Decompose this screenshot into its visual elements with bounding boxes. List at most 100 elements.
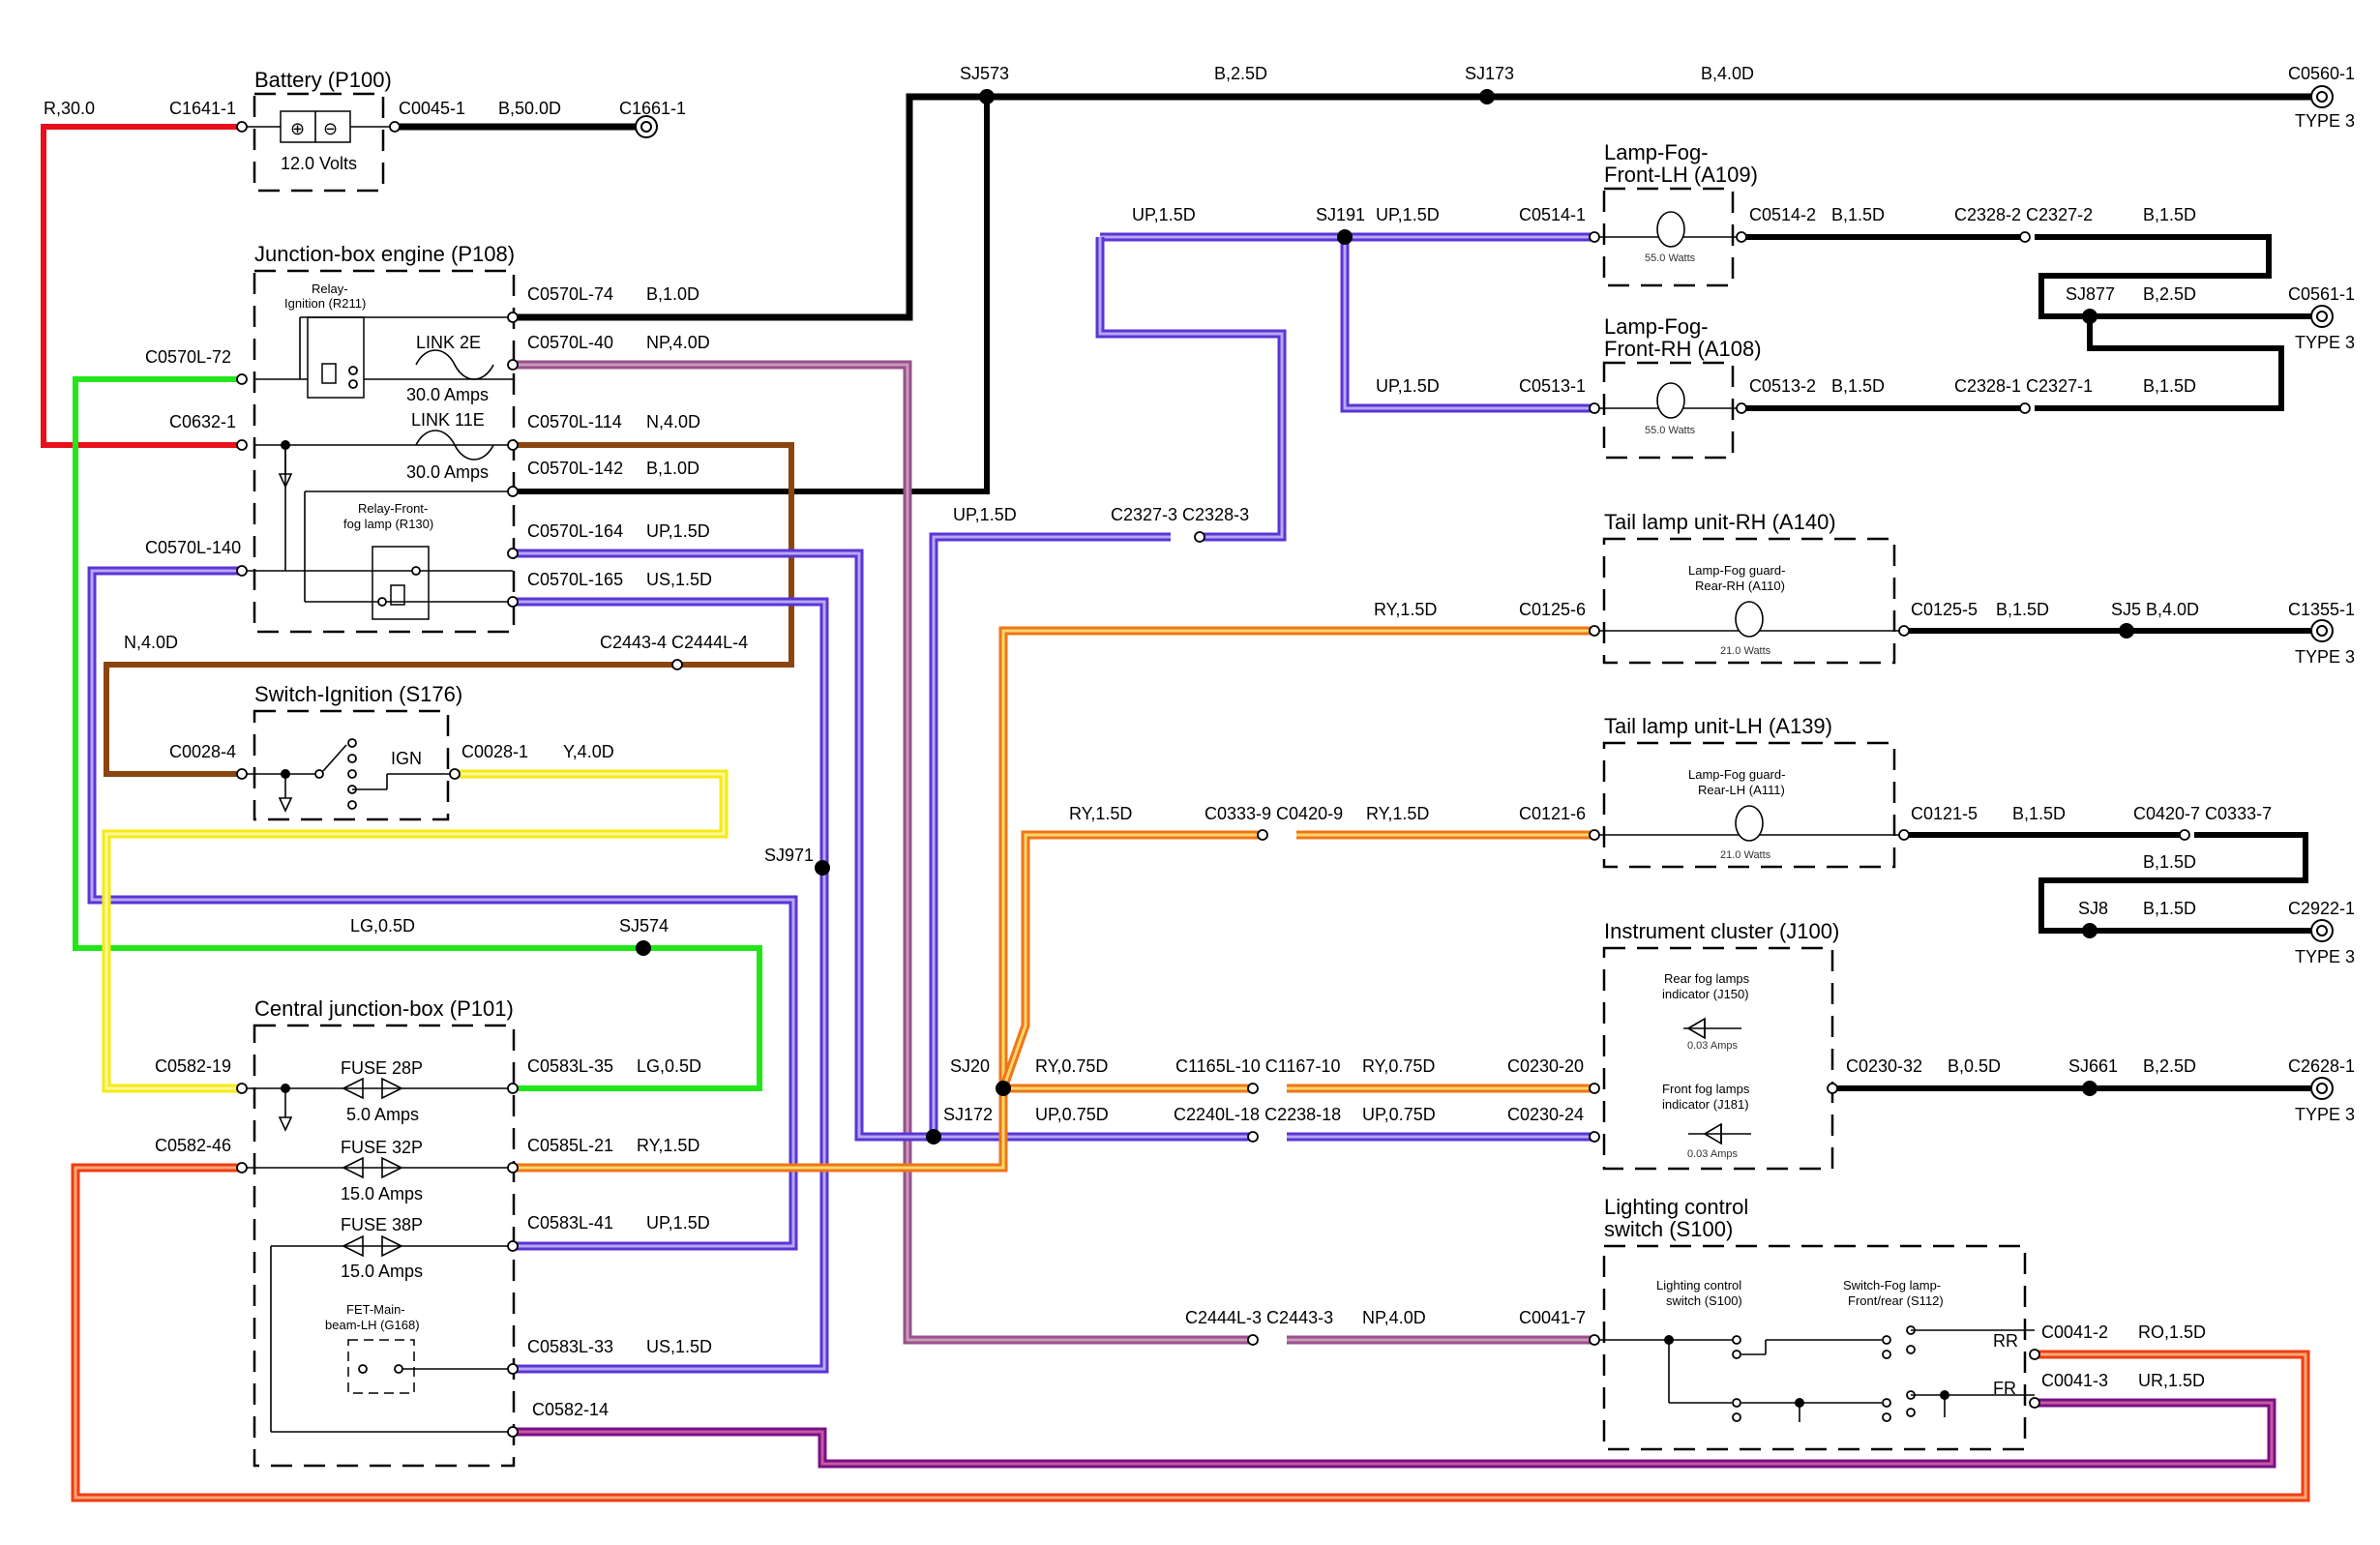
- relay-fog-line2: fog lamp (R130): [343, 517, 433, 531]
- label-c0041_3: C0041-3: [2041, 1371, 2108, 1390]
- wire-up-164-stripe: [513, 551, 1253, 1139]
- label-c0561: C0561-1: [2288, 284, 2355, 304]
- battery-box: [253, 92, 385, 193]
- label-c0121_5: C0121-5: [1911, 804, 1978, 823]
- connector-terminal: [507, 312, 519, 323]
- label-b15f: B,1.5D: [2012, 804, 2066, 823]
- label-c2240: C2240L-18 C2238-18: [1174, 1105, 1341, 1124]
- cjb-title: Central junction-box (P101): [254, 996, 514, 1021]
- label-c1641: C1641-1: [169, 99, 236, 118]
- lcs-title2: switch (S100): [1604, 1217, 1733, 1241]
- tail-rh-title: Tail lamp unit-RH (A140): [1604, 510, 1836, 534]
- fuse-32p-symbol: [342, 1156, 403, 1179]
- ring-terminal-hole: [2316, 625, 2328, 637]
- link11e-label: LINK 11E: [411, 410, 485, 430]
- fog-rh-title1: Lamp-Fog-: [1604, 314, 1709, 339]
- label-c0045: C0045-1: [399, 99, 465, 118]
- label-c2922: C2922-1: [2288, 899, 2355, 918]
- splice-joint: [2082, 923, 2097, 938]
- label-c0570_74: C0570L-74: [527, 284, 613, 304]
- connector-terminal: [671, 659, 683, 670]
- tail-lh-watts: 21.0 Watts: [1720, 849, 1771, 861]
- label-n40a: N,4.0D: [646, 412, 700, 431]
- wire-up-loop: [1095, 237, 1287, 542]
- switch-ign-ign: IGN: [391, 749, 422, 768]
- fuse-28p-symbol: [342, 1077, 403, 1100]
- ring-terminal-hole: [640, 121, 652, 133]
- label-b25b: B,2.5D: [2143, 284, 2196, 304]
- lcs-inner2-b: Front/rear (S112): [1848, 1293, 1944, 1308]
- relay-fog-line1: Relay-Front-: [358, 501, 428, 516]
- label-c2628: C2628-1: [2288, 1056, 2355, 1076]
- label-sj5: SJ5: [2111, 600, 2141, 619]
- fuse28-amps: 5.0 Amps: [346, 1105, 419, 1124]
- label-c0570_164: C0570L-164: [527, 521, 623, 541]
- wire-ry-lh-stripe: [1001, 833, 1263, 1089]
- label-up15f: UP,1.5D: [646, 1213, 710, 1233]
- splice-joint: [1337, 229, 1353, 245]
- label-up15e: UP,1.5D: [953, 505, 1017, 524]
- connector-terminal: [507, 359, 519, 371]
- label-c0230_20: C0230-20: [1507, 1056, 1584, 1076]
- label-c2327_3: C2327-3 C2328-3: [1111, 505, 1249, 524]
- battery-plus-icon: ⊕: [290, 119, 305, 138]
- connector-terminal: [507, 548, 519, 559]
- splice-joint: [996, 1081, 1011, 1096]
- label-ry075a: RY,0.75D: [1035, 1056, 1108, 1076]
- connector-terminal: [1247, 1334, 1259, 1346]
- splice-joint: [926, 1129, 941, 1144]
- cluster-front1: Front fog lamps: [1662, 1082, 1750, 1096]
- label-c0514_1: C0514-1: [1519, 205, 1586, 224]
- link-2e-symbol: [415, 349, 494, 380]
- label-c0513_1: C0513-1: [1519, 376, 1586, 396]
- wire-ro-15-stripe: [74, 1166, 2307, 1500]
- label-n40b: N,4.0D: [124, 633, 178, 652]
- label-c0570_142: C0570L-142: [527, 459, 623, 478]
- wire-np-40-stripe: [513, 363, 1253, 1342]
- junction-box-engine-box: [253, 269, 516, 634]
- connector-terminal: [236, 768, 248, 780]
- label-c0028_4: C0028-4: [169, 742, 236, 761]
- link2e-amps: 30.0 Amps: [406, 385, 489, 404]
- label-c0582_19: C0582-19: [155, 1056, 231, 1076]
- connector-terminal: [236, 1083, 248, 1094]
- fog-rh-watts: 55.0 Watts: [1645, 425, 1696, 436]
- label-sj20: SJ20: [950, 1056, 990, 1076]
- connector-terminal: [507, 1363, 519, 1375]
- label-c0420_7: C0420-7 C0333-7: [2133, 804, 2272, 823]
- label-ry15b: RY,1.5D: [1069, 804, 1132, 823]
- label-type3e: TYPE 3: [2295, 1105, 2355, 1124]
- cluster-rear-amps: 0.03 Amps: [1687, 1040, 1738, 1052]
- connector-terminal: [1247, 1083, 1259, 1094]
- wire-up-lamp-branch-stripe: [1343, 237, 1594, 410]
- wire-ur-15-stripe: [513, 1401, 2274, 1466]
- connector-terminal: [1589, 1131, 1600, 1143]
- label-lg05a: LG,0.5D: [350, 916, 415, 936]
- label-sj172: SJ172: [943, 1105, 993, 1124]
- connector-terminal: [507, 439, 519, 451]
- label-c1661: C1661-1: [619, 99, 686, 118]
- fog-rh-bulb-icon: [1656, 382, 1685, 419]
- wire-up-140-stripe: [90, 569, 795, 1248]
- label-b15e: B,1.5D: [1996, 600, 2049, 619]
- fuse38-label: FUSE 38P: [341, 1215, 423, 1234]
- tail-rh-inner2: Rear-RH (A110): [1695, 579, 1785, 593]
- lcs-inner1-a: Lighting control: [1656, 1278, 1741, 1292]
- lcs-title1: Lighting control: [1604, 1195, 1748, 1219]
- battery-title: Battery (P100): [254, 68, 392, 92]
- label-np40b: NP,4.0D: [1362, 1308, 1426, 1327]
- label-b15g: B,1.5D: [2143, 852, 2196, 872]
- connector-terminal: [1736, 231, 1747, 243]
- label-up15a: UP,1.5D: [1132, 205, 1196, 224]
- label-b15b: B,1.5D: [2143, 205, 2196, 224]
- wire-up-loop2-stripe: [932, 535, 1171, 1137]
- internal-details: ⊕ ⊖: [242, 110, 2035, 1433]
- label-b05: B,0.5D: [1948, 1056, 2001, 1076]
- connector-terminal: [2029, 1349, 2040, 1360]
- connector-terminal: [236, 1162, 248, 1174]
- label-up075b: UP,0.75D: [1362, 1105, 1436, 1124]
- label-c0570_40: C0570L-40: [527, 333, 613, 352]
- battery-minus-icon: ⊖: [323, 119, 338, 138]
- label-c0041_2: C0041-2: [2041, 1322, 2108, 1342]
